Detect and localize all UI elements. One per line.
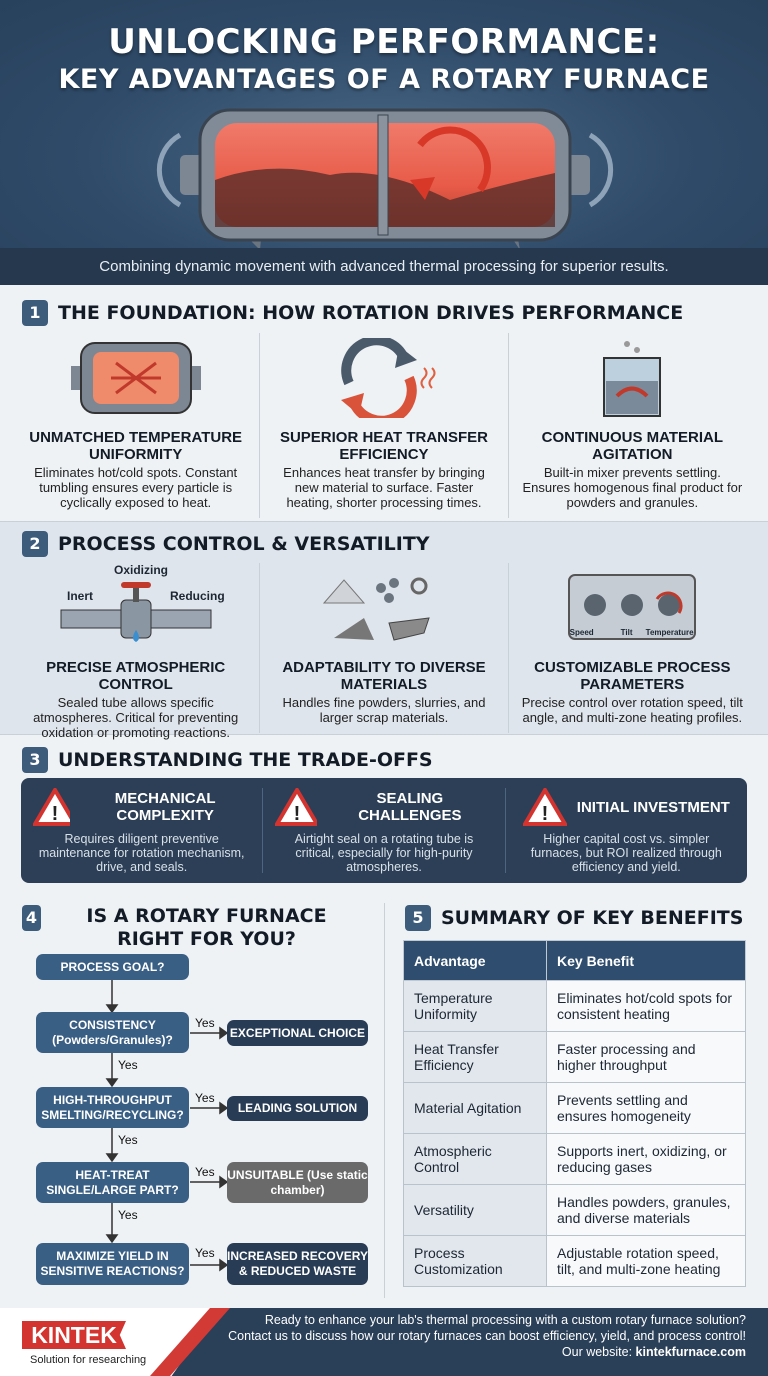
warning-icon: ! (33, 788, 71, 826)
flow-outcome-recovery: INCREASED RECOVERY & REDUCED WASTE (227, 1243, 368, 1285)
materials-icon (322, 577, 430, 641)
control-panel-icon (568, 574, 697, 640)
flow-question-throughput: HIGH-THROUGHPUT SMELTING/RECYCLING? (36, 1087, 189, 1128)
page-title: UNLOCKING PERFORMANCE:KEY ADVANTAGES OF … (58, 22, 710, 95)
website-link[interactable]: kintekfurnace.com (635, 1345, 746, 1359)
flow-outcome-unsuitable: UNSUITABLE (Use static chamber) (227, 1162, 368, 1203)
rotary-furnace-illustration (156, 108, 614, 250)
flow-outcome-exceptional: EXCEPTIONAL CHOICE (227, 1020, 368, 1046)
subtitle-band: Combining dynamic movement with advanced… (0, 248, 768, 285)
heated-chamber-icon (70, 342, 201, 414)
warning-icon: ! (522, 788, 567, 826)
gas-valve-icon (60, 582, 212, 642)
yes-label: Yes (118, 1133, 138, 1147)
flow-question-heat-treat: HEAT-TREAT SINGLE/LARGE PART? (36, 1162, 189, 1203)
flow-question-yield: MAXIMIZE YIELD IN SENSITIVE REACTIONS? (36, 1243, 189, 1285)
kintek-logo: KINTEK (22, 1321, 126, 1349)
hero-banner: UNLOCKING PERFORMANCE:KEY ADVANTAGES OF … (0, 0, 768, 285)
flow-question-consistency: CONSISTENCY (Powders/Granules)? (36, 1012, 189, 1053)
yes-label: Yes (195, 1165, 215, 1179)
yes-label: Yes (118, 1058, 138, 1072)
footer (0, 1308, 768, 1376)
yes-label: Yes (195, 1091, 215, 1105)
yes-label: Yes (195, 1246, 215, 1260)
beaker-mixing-icon (603, 340, 662, 417)
footer-cta: Ready to enhance your lab's thermal proc… (228, 1313, 746, 1359)
svg-text:!: ! (541, 803, 548, 825)
flow-start-process-goal: PROCESS GOAL? (36, 954, 189, 980)
flowchart-connectors (105, 978, 229, 1272)
rotation-arrows-icon (340, 338, 436, 418)
feature-atmospheric-control: Oxidizing Inert Reducing PRECISE ATMOSPH… (12, 563, 261, 740)
section-2-columns: Oxidizing Inert Reducing PRECISE ATMOSPH… (12, 563, 756, 740)
svg-text:!: ! (52, 803, 59, 825)
divider (384, 903, 385, 1298)
flow-outcome-leading: LEADING SOLUTION (227, 1096, 368, 1121)
warning-icon: ! (275, 788, 318, 826)
logo-tagline: Solution for researching (30, 1354, 147, 1366)
svg-text:!: ! (294, 803, 301, 825)
yes-label: Yes (195, 1016, 215, 1030)
feature-process-parameters: Speed Tilt Temperature CUSTOMIZABLE PROC… (509, 563, 756, 733)
yes-label: Yes (118, 1208, 138, 1222)
